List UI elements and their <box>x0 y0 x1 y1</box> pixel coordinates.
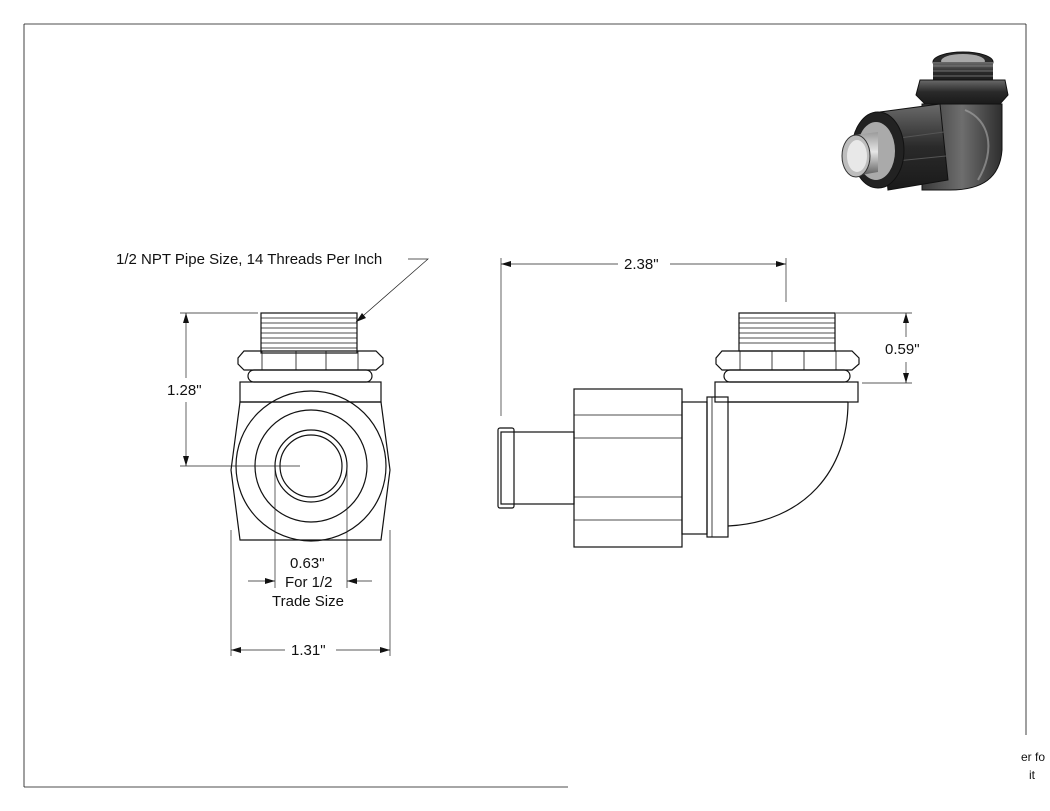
thread-note-label: 1/2 NPT Pipe Size, 14 Threads Per Inch <box>116 251 382 268</box>
drawing-border <box>23 23 1027 788</box>
footer-fragment-1: er fo <box>1021 750 1046 764</box>
thread-lines <box>261 317 357 349</box>
length-dim-label: 2.38" <box>624 256 659 273</box>
trade-size-line1: For 1/2 <box>285 574 333 591</box>
front-dimensions <box>180 258 429 656</box>
id-dim-label: 0.63" <box>290 555 325 572</box>
side-dimensions <box>500 258 912 416</box>
footer-fragment-2: it <box>1029 768 1035 782</box>
height-dim-label: 1.28" <box>167 382 202 399</box>
side-thread-lines <box>739 317 835 344</box>
thread-length-label: 0.59" <box>885 341 920 358</box>
front-view <box>230 312 391 542</box>
side-view <box>497 312 860 548</box>
product-render <box>841 51 1009 191</box>
width-dim-label: 1.31" <box>291 642 326 659</box>
trade-size-line2: Trade Size <box>272 593 344 610</box>
